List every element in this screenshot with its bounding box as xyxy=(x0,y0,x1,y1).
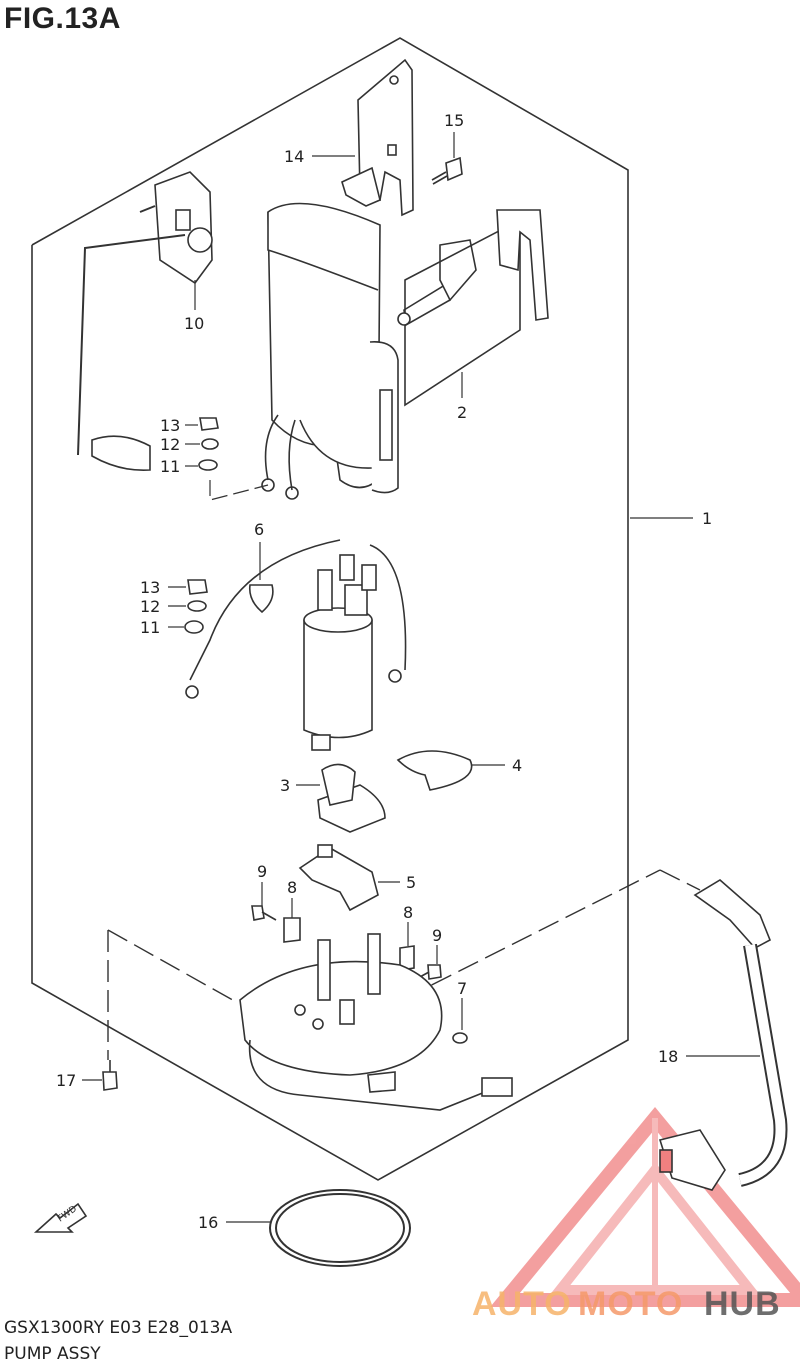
callout-8-left: 8 xyxy=(287,878,297,897)
dash-lines xyxy=(107,869,701,1060)
screw-part-17 xyxy=(102,1060,118,1091)
base-plate xyxy=(239,933,513,1111)
figure-title: FIG.13A xyxy=(4,2,121,35)
fwd-arrow-icon: FWD xyxy=(33,1202,88,1233)
callout-15: 15 xyxy=(444,111,464,130)
wires-upper xyxy=(261,414,299,500)
callout-10: 10 xyxy=(184,314,204,333)
o-ring-part-16 xyxy=(269,1189,411,1267)
callout-8-right: 8 xyxy=(403,903,413,922)
callout-11-upper: 11 xyxy=(160,457,180,476)
assembly-outline xyxy=(31,37,629,1181)
callout-5: 5 xyxy=(406,873,416,892)
plate-part-5 xyxy=(298,844,379,912)
callout-16: 16 xyxy=(198,1213,218,1232)
pump-housing-part-2 xyxy=(267,202,549,494)
washer-part-7 xyxy=(452,1032,468,1044)
hose-part-18 xyxy=(658,879,788,1191)
callout-3: 3 xyxy=(280,776,290,795)
dash-lines-upper xyxy=(209,480,269,501)
callout-18: 18 xyxy=(658,1047,678,1066)
washer-set-upper xyxy=(198,417,219,471)
watermark-moto: MOTO xyxy=(578,1285,683,1323)
watermark-logo-icon xyxy=(490,1106,800,1307)
callout-7: 7 xyxy=(457,979,467,998)
fuel-gauge-part-10 xyxy=(77,171,213,472)
bolt-set-left xyxy=(251,905,301,943)
callout-12-lower: 12 xyxy=(140,597,160,616)
filter-part-3 xyxy=(317,763,386,833)
callout-9-left: 9 xyxy=(257,862,267,881)
watermark-auto: AUTO xyxy=(472,1285,572,1323)
callout-13-upper: 13 xyxy=(160,416,180,435)
callout-17: 17 xyxy=(56,1071,76,1090)
callout-11-lower: 11 xyxy=(140,618,160,637)
model-code: GSX1300RY E03 E28_013A xyxy=(4,1318,233,1338)
callout-1: 1 xyxy=(702,509,712,528)
callout-6: 6 xyxy=(254,520,264,539)
bracket-part-14 xyxy=(341,58,414,217)
callout-14: 14 xyxy=(284,147,304,166)
watermark-text: AUTO MOTO HUB xyxy=(472,1285,781,1323)
watermark-hub: HUB xyxy=(704,1285,781,1323)
assembly-description: PUMP ASSY xyxy=(4,1344,101,1364)
fuel-pump-part-6 xyxy=(185,539,407,751)
callout-13-lower: 13 xyxy=(140,578,160,597)
callout-4: 4 xyxy=(512,756,522,775)
callout-12-upper: 12 xyxy=(160,435,180,454)
washer-set-lower xyxy=(184,579,208,634)
bolt-part-15 xyxy=(431,156,463,185)
callout-2: 2 xyxy=(457,403,467,422)
callout-9-right: 9 xyxy=(432,926,442,945)
cushion-part-4 xyxy=(396,750,473,791)
leader-lines xyxy=(82,132,760,1223)
